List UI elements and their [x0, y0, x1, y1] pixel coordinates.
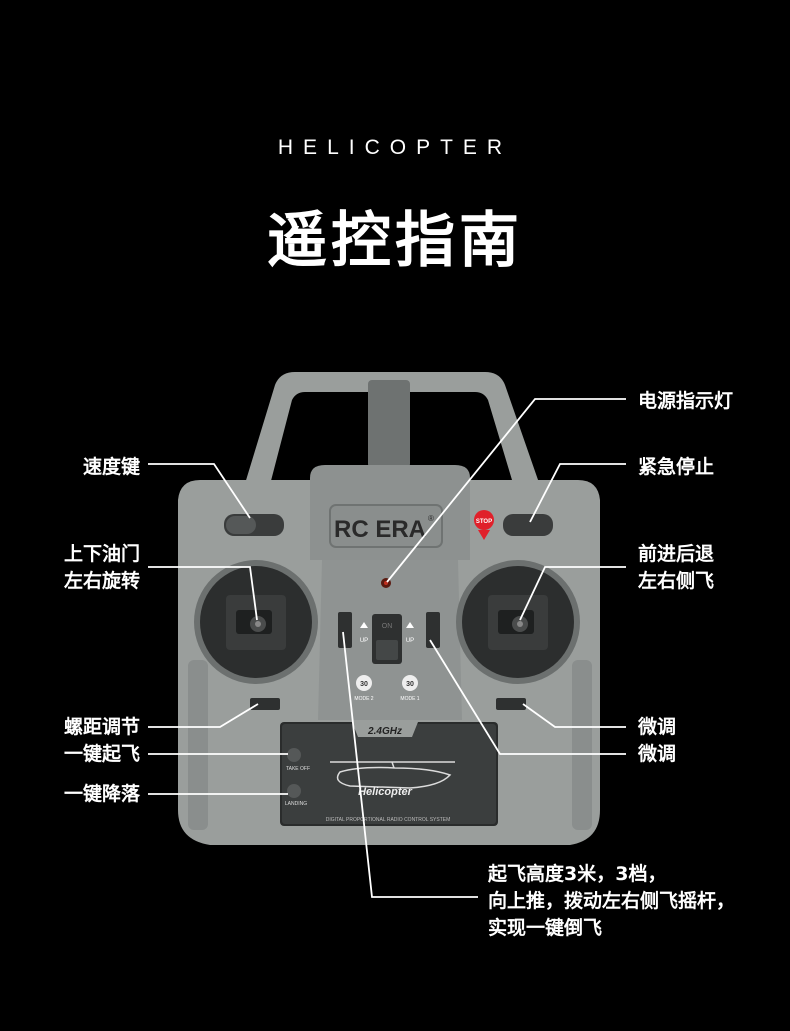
- pitch-trim[interactable]: [250, 698, 280, 710]
- system-text: DIGITAL PROPORTIONAL RADIO CONTROL SYSTE…: [326, 817, 451, 823]
- callout-lines: [148, 398, 626, 898]
- left-vertical-trim[interactable]: [338, 612, 352, 648]
- label-pitch-trim: 螺距调节: [63, 716, 140, 738]
- note-line-1: 起飞高度3米，3档，: [488, 863, 667, 885]
- landing-button[interactable]: [287, 784, 301, 798]
- label-left-stick-1: 上下油门: [63, 543, 140, 565]
- frequency-label: 2.4GHz: [367, 726, 402, 737]
- svg-text:TAKE OFF: TAKE OFF: [286, 766, 310, 772]
- note-line-2: 向上推，拨动左右侧飞摇杆，: [488, 890, 736, 912]
- right-vertical-trim[interactable]: [426, 612, 440, 648]
- svg-text:UP: UP: [360, 638, 368, 644]
- svg-text:MODE 2: MODE 2: [354, 696, 373, 702]
- svg-text:30: 30: [360, 681, 368, 688]
- helicopter-icon: [330, 761, 455, 789]
- brand-logo: RC ERA: [334, 516, 426, 543]
- brand-logo-plate: [329, 504, 443, 548]
- label-emergency-stop: 紧急停止: [638, 456, 715, 478]
- svg-text:STOP: STOP: [476, 519, 492, 525]
- label-left-stick-2: 左右旋转: [63, 570, 140, 592]
- note-line-3: 实现一键倒飞: [488, 917, 603, 939]
- stop-badge: [474, 510, 494, 530]
- right-horizontal-trim[interactable]: [496, 698, 526, 710]
- svg-text:LANDING: LANDING: [285, 801, 307, 807]
- label-trim-right-2: 微调: [638, 743, 677, 765]
- title-chinese: 遥控指南: [267, 206, 523, 276]
- svg-text:UP: UP: [406, 638, 414, 644]
- title-english: HELICOPTER: [277, 136, 513, 159]
- label-one-key-landing: 一键降落: [63, 783, 140, 805]
- mode2-badge: [356, 675, 372, 691]
- label-right-stick-2: 左右侧飞: [638, 570, 715, 592]
- svg-text:30: 30: [406, 681, 414, 688]
- mode1-badge: [402, 675, 418, 691]
- brand-registered-mark: ®: [428, 514, 434, 523]
- svg-text:ON: ON: [382, 623, 393, 630]
- label-trim-right-1: 微调: [638, 716, 677, 738]
- label-right-stick-1: 前进后退: [638, 543, 715, 565]
- product-name: Helicopter: [358, 786, 413, 798]
- label-power-indicator: 电源指示灯: [638, 390, 734, 412]
- svg-text:MODE 1: MODE 1: [400, 696, 419, 702]
- antenna: [368, 380, 410, 468]
- label-one-key-takeoff: 一键起飞: [63, 743, 140, 765]
- label-speed-key: 速度键: [82, 456, 140, 478]
- takeoff-button[interactable]: [287, 748, 301, 762]
- emergency-stop-button[interactable]: [503, 514, 553, 536]
